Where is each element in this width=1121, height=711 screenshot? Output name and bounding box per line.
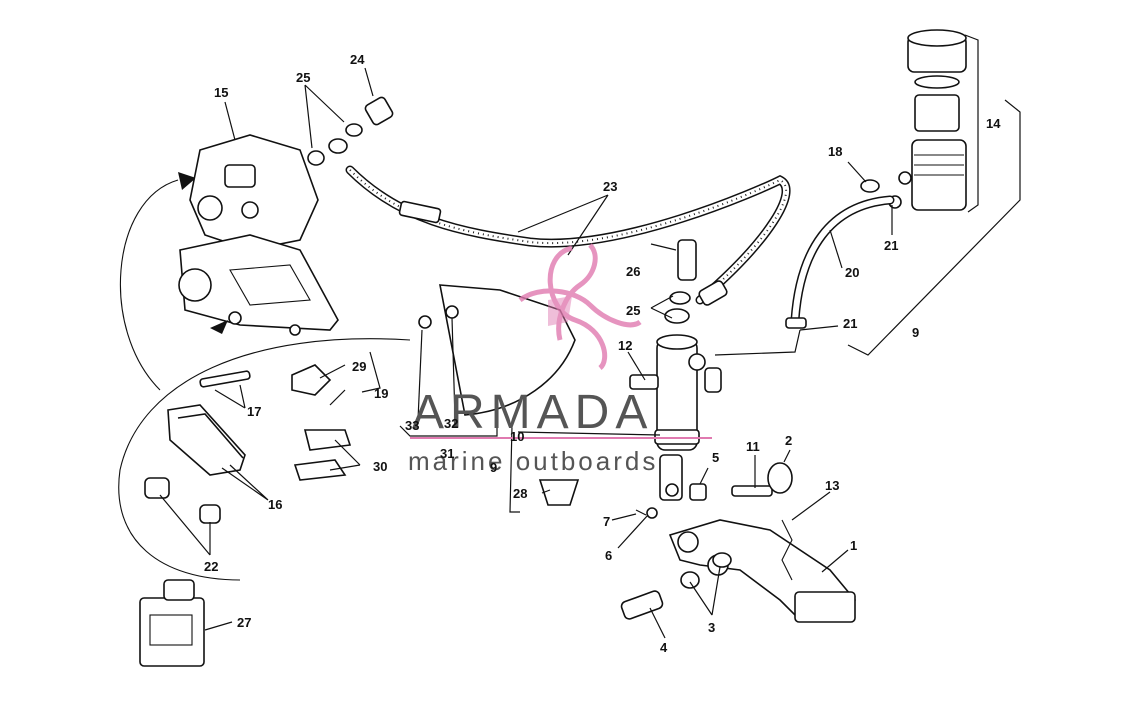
brake-hose-23	[345, 165, 791, 305]
label-4: 4	[660, 640, 668, 655]
brake-pads	[144, 404, 246, 524]
fluid-reservoir	[860, 29, 967, 211]
label-6: 6	[605, 548, 612, 563]
label-14: 14	[986, 116, 1001, 131]
bracket-9-right	[847, 99, 1021, 356]
label-9-right: 9	[912, 325, 919, 340]
arrow-head	[178, 172, 196, 190]
label-24: 24	[350, 52, 365, 67]
label-10: 10	[510, 429, 524, 444]
reservoir-hose-20	[785, 195, 895, 329]
label-5: 5	[712, 450, 719, 465]
label-1: 1	[850, 538, 857, 553]
label-13: 13	[825, 478, 839, 493]
label-12: 12	[618, 338, 632, 353]
bracket-14	[964, 34, 979, 213]
label-9-left: 9	[490, 460, 497, 475]
heat-shield	[418, 284, 576, 416]
watermark-tagline: marine outboards	[408, 446, 658, 476]
label-21-top: 21	[884, 238, 898, 253]
label-15: 15	[214, 85, 228, 100]
pads-boundary-curve	[118, 338, 411, 581]
bleed-screw	[307, 96, 394, 166]
label-23: 23	[603, 179, 617, 194]
label-3: 3	[708, 620, 715, 635]
armada-logo	[518, 243, 642, 370]
label-17: 17	[247, 404, 261, 419]
label-21-bottom: 21	[843, 316, 857, 331]
brake-caliper	[178, 134, 339, 336]
label-18: 18	[828, 144, 842, 159]
label-27: 27	[237, 615, 251, 630]
group-boundary-curve	[119, 179, 179, 391]
label-30: 30	[373, 459, 387, 474]
label-11: 11	[746, 439, 760, 454]
label-32: 32	[444, 416, 458, 431]
dust-cup	[538, 479, 580, 506]
brake-pedal	[668, 519, 857, 623]
label-33: 33	[405, 418, 419, 433]
label-29: 29	[352, 359, 366, 374]
watermark-brand: ARMADA	[412, 386, 653, 439]
label-16: 16	[268, 497, 282, 512]
label-31: 31	[440, 446, 454, 461]
label-19: 19	[374, 386, 388, 401]
label-25-top: 25	[296, 70, 310, 85]
label-7: 7	[603, 514, 610, 529]
label-25-mid: 25	[626, 303, 640, 318]
label-26: 26	[626, 264, 640, 279]
pedal-hardware	[620, 462, 793, 620]
label-20: 20	[845, 265, 859, 280]
label-2: 2	[785, 433, 792, 448]
leader-lines	[159, 67, 893, 639]
banjo-bolt	[664, 239, 728, 324]
master-cylinder	[629, 334, 722, 501]
label-22: 22	[204, 559, 218, 574]
brake-fluid-bottle	[139, 579, 205, 667]
pin-and-clip	[199, 364, 352, 481]
label-28: 28	[513, 486, 527, 501]
